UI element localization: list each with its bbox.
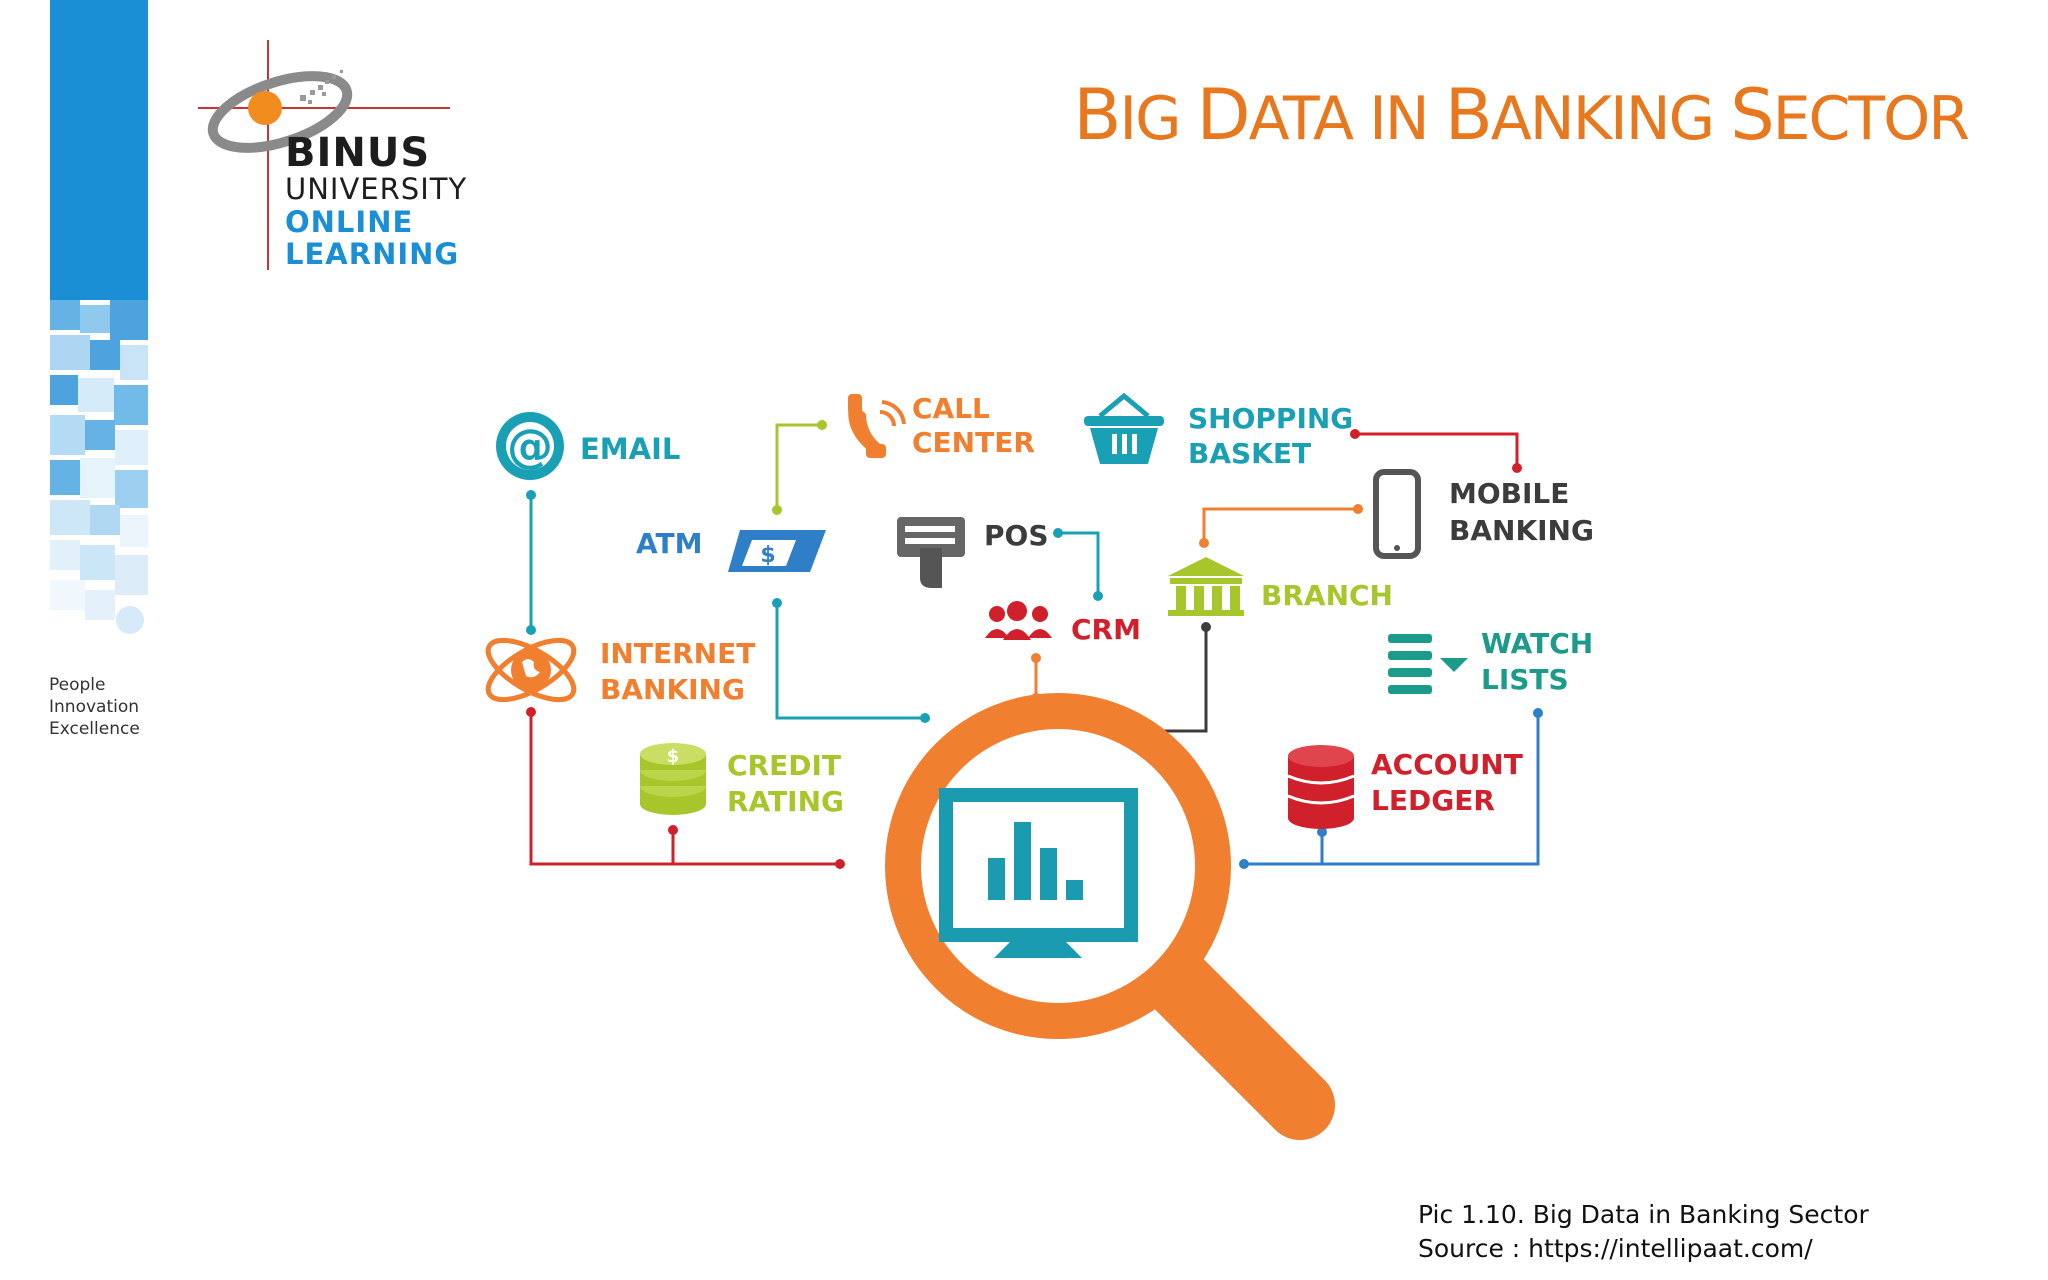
- connector-mobile-branch: [1202, 507, 1358, 543]
- tagline-excellence: Excellence: [49, 719, 140, 739]
- connector-branch-magnifier: [1158, 627, 1208, 733]
- atm-icon: $: [728, 530, 826, 572]
- call-center-icon: [848, 394, 906, 458]
- connector-atm-call: [775, 423, 822, 510]
- label-credit-rating-2: RATING: [727, 785, 844, 818]
- label-watch-lists: WATCH: [1481, 627, 1593, 660]
- svg-text:$: $: [760, 543, 775, 568]
- label-call-center: CALL: [912, 392, 990, 425]
- logo-university: UNIVERSITY: [285, 172, 468, 206]
- label-account-ledger: ACCOUNT: [1371, 748, 1523, 781]
- label-pos: POS: [984, 519, 1049, 552]
- crm-people-icon: [985, 601, 1052, 640]
- internet-globe-icon: [485, 637, 577, 703]
- label-credit-rating: CREDIT: [727, 749, 841, 782]
- connector-pos-crm: [1058, 531, 1100, 596]
- shopping-basket-icon: [1084, 392, 1164, 464]
- connector-shopping-mobile: [1355, 432, 1519, 468]
- figure-caption: Pic 1.10. Big Data in Banking Sector Sou…: [1418, 1198, 1869, 1266]
- caption-line-1: Pic 1.10. Big Data in Banking Sector: [1418, 1200, 1869, 1229]
- svg-text:$: $: [667, 746, 680, 767]
- label-atm: ATM: [636, 527, 702, 560]
- magnifier-icon: [885, 693, 1335, 1140]
- credit-coins-icon: $: [640, 743, 706, 815]
- label-crm: CRM: [1071, 613, 1141, 646]
- logo-learning: LEARNING: [285, 237, 460, 271]
- decorative-sidebar-strip: [50, 0, 148, 640]
- logo-online: ONLINE: [285, 205, 414, 239]
- connector-internet-magnifier: [529, 712, 840, 866]
- page-title: BIG DATA IN BANKING SECTOR: [1073, 74, 1970, 156]
- tagline: People Innovation Excellence: [49, 674, 140, 740]
- label-shopping-2: BASKET: [1188, 437, 1311, 470]
- email-icon: @: [496, 412, 564, 480]
- svg-text:@: @: [507, 419, 553, 473]
- pos-icon: [897, 517, 965, 588]
- connector-atm-magnifier: [775, 603, 925, 720]
- mobile-phone-icon: [1373, 469, 1421, 559]
- label-watch-lists-2: LISTS: [1481, 663, 1569, 696]
- caption-line-2: Source : https://intellipaat.com/: [1418, 1234, 1813, 1263]
- logo-binus: BINUS: [285, 130, 431, 176]
- label-shopping: SHOPPING: [1188, 402, 1353, 435]
- label-account-ledger-2: LEDGER: [1371, 784, 1495, 817]
- label-email: EMAIL: [580, 432, 680, 466]
- label-mobile: MOBILE: [1449, 477, 1569, 510]
- tagline-innovation: Innovation: [49, 697, 140, 717]
- label-mobile-2: BANKING: [1449, 514, 1594, 547]
- watch-list-icon: [1388, 634, 1468, 694]
- branch-bank-icon: [1168, 557, 1244, 616]
- account-ledger-icon: [1287, 745, 1355, 829]
- connector-watch-magnifier: [1244, 713, 1540, 866]
- label-internet-banking-2: BANKING: [600, 673, 745, 706]
- label-internet-banking: INTERNET: [600, 637, 755, 670]
- tagline-people: People: [49, 675, 106, 695]
- binus-logo-mark: [198, 40, 450, 270]
- label-branch: BRANCH: [1261, 579, 1393, 612]
- label-call-center-2: CENTER: [912, 426, 1035, 459]
